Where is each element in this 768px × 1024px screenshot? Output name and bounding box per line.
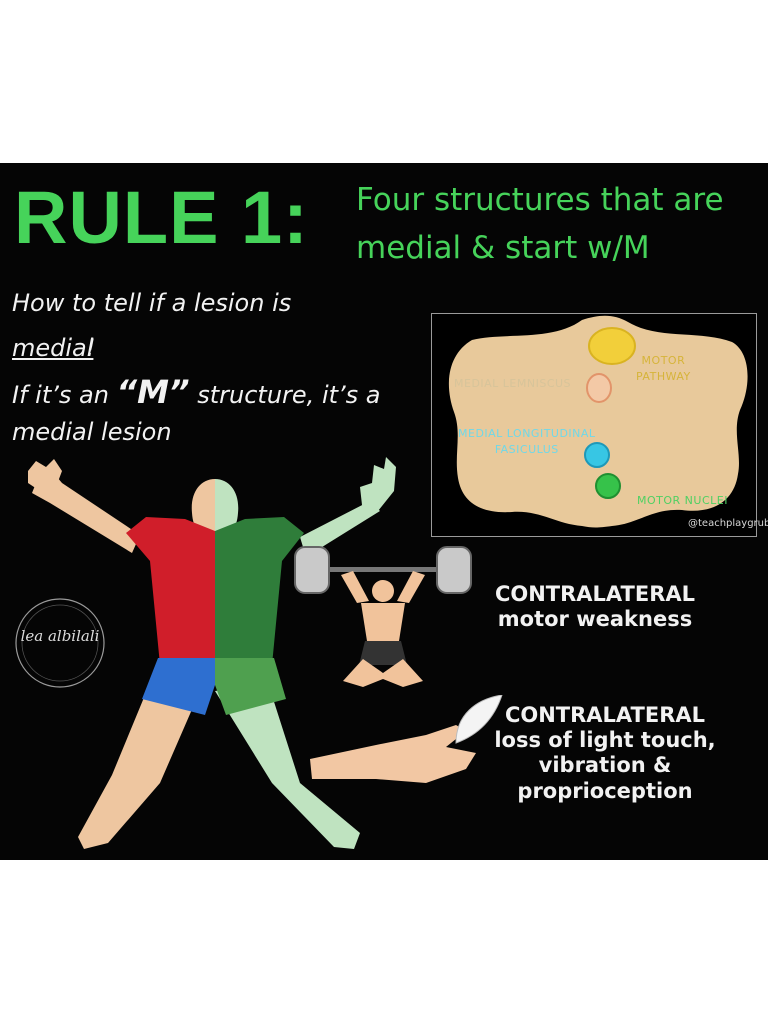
- body-figure: [28, 457, 396, 849]
- right-head: [215, 479, 239, 539]
- weightlifter-icon: [294, 546, 472, 687]
- left-head: [191, 479, 215, 539]
- lifter-torso: [361, 603, 405, 641]
- shorts-left: [142, 658, 215, 715]
- sensory-symptom-line-2: loss of light touch,: [494, 728, 716, 753]
- body-right-side: [215, 457, 396, 849]
- mlf-marker: [584, 442, 610, 468]
- label-mlf-1: Medial longitudinal: [458, 427, 596, 440]
- intro-m-quote: “M”: [116, 373, 190, 411]
- sensory-symptom-side: CONTRALATERAL: [504, 703, 706, 727]
- shorts-right: [215, 658, 286, 715]
- subtitle-line-2: medial & start w/M: [356, 230, 650, 266]
- feather-icon: [455, 695, 503, 744]
- barbell-plate-right: [436, 546, 472, 594]
- watermark-signature: lea albilali: [20, 627, 100, 645]
- right-hand: [360, 457, 396, 511]
- lifter-shorts: [359, 641, 407, 665]
- intro-line-1: How to tell if a lesion is: [12, 289, 292, 317]
- sensory-symptom-line-3: vibration &: [538, 753, 672, 778]
- motor-pathway-marker: [588, 327, 636, 365]
- shirt-left: [126, 517, 215, 665]
- label-mlf-2: fasiculus: [494, 443, 559, 456]
- left-hand: [28, 459, 62, 491]
- sensory-symptom: CONTRALATERAL loss of light touch, vibra…: [480, 703, 730, 804]
- label-motor-pathway-1: Motor: [641, 354, 686, 367]
- lifter-arms: [341, 571, 425, 603]
- label-motor-pathway-2: pathway: [636, 370, 691, 383]
- label-medial-lemniscus: Medial lemniscus: [454, 377, 572, 390]
- intro-medial-word: medial: [12, 334, 94, 362]
- lifter-legs: [343, 659, 423, 687]
- intro-line-3: If it’s an “M” structure, it’s a: [12, 376, 380, 408]
- intro-line-3-before: If it’s an: [12, 381, 117, 409]
- brainstem-svg: [448, 315, 748, 528]
- body-left-side: [28, 459, 215, 849]
- intro-exclamation: !: [86, 334, 96, 362]
- brainstem-diagram: Motor pathway Medial lemniscus Medial lon…: [431, 313, 768, 537]
- brainstem-tissue: [448, 315, 748, 528]
- motor-symptom-desc: motor weakness: [497, 607, 693, 632]
- label-motor-nuclei: Motor nuclei: [637, 494, 728, 507]
- label-mlf: Medial longitudinal fasiculus: [458, 426, 596, 458]
- infographic-panel: RULE 1: Four structures that are medial …: [0, 163, 768, 860]
- right-leg: [215, 683, 360, 849]
- motor-symptom-side: CONTRALATERAL: [494, 582, 696, 606]
- label-motor-pathway: Motor pathway: [636, 353, 691, 385]
- left-leg: [78, 683, 200, 849]
- right-arm: [300, 501, 380, 557]
- medial-lemniscus-marker: [586, 373, 612, 403]
- reaching-hand: [310, 725, 476, 783]
- watermark-seal: [15, 598, 105, 688]
- motor-symptom: CONTRALATERAL motor weakness: [470, 582, 720, 632]
- lifter-head: [372, 580, 394, 602]
- intro-line-2: medial: [12, 336, 93, 360]
- shirt-right: [215, 517, 304, 665]
- hand-feather-icon: [310, 695, 503, 783]
- left-arm: [32, 471, 140, 553]
- intro-line-3-after: structure, it’s a: [189, 381, 381, 409]
- intro-line-4: medial lesion: [12, 418, 172, 446]
- subtitle-line-1: Four structures that are: [356, 182, 724, 218]
- credit-handle: @teachplaygrub: [688, 518, 768, 529]
- barbell-bar: [313, 567, 453, 572]
- motor-nuclei-marker: [595, 473, 621, 499]
- rule-title: RULE 1:: [14, 176, 309, 259]
- barbell-plate-left: [294, 546, 330, 594]
- sensory-symptom-line-4: proprioception: [517, 778, 693, 803]
